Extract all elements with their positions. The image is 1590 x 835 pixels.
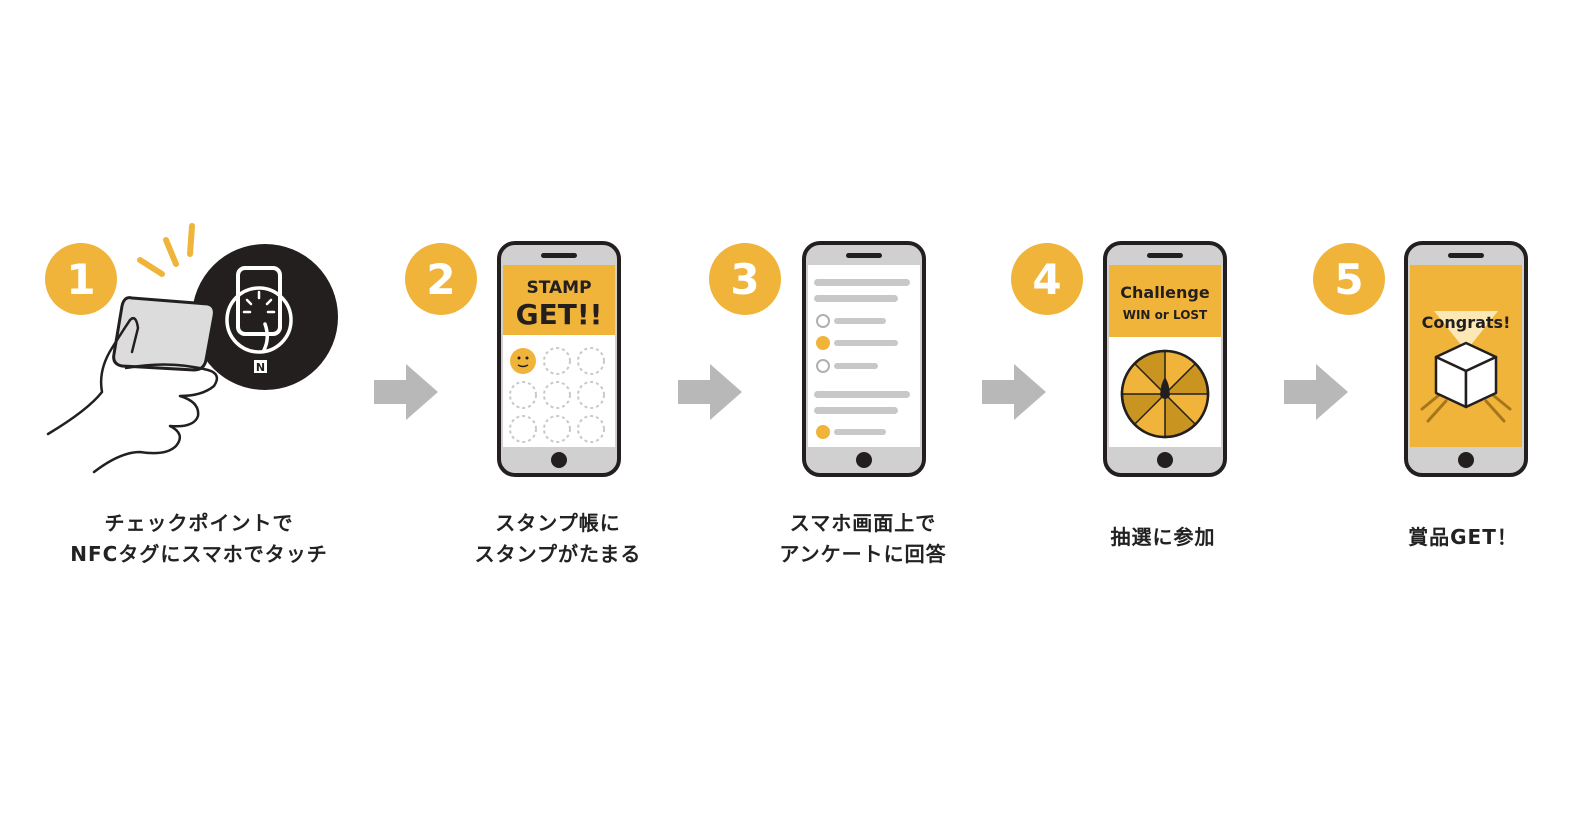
caption-line: スマホ画面上で	[713, 508, 1013, 539]
step-caption: 抽選に参加	[1013, 522, 1313, 553]
gift-box-icon	[1436, 343, 1496, 407]
arrow-right-icon	[374, 364, 438, 420]
stamp-filled-icon	[510, 348, 536, 374]
svg-text:N: N	[256, 361, 265, 374]
screen-title-line1: Challenge	[1120, 283, 1210, 302]
screen-title-line2: WIN or LOST	[1123, 308, 1208, 322]
prize-phone-illustration: Congrats!	[1404, 241, 1528, 477]
step-number-badge: 5	[1313, 243, 1385, 315]
lottery-phone-illustration: Challenge WIN or LOST	[1103, 241, 1227, 477]
screen-title-large: GET!!	[516, 298, 603, 331]
screen-title-small: STAMP	[526, 278, 591, 298]
step-number-badge: 3	[709, 243, 781, 315]
step-caption: チェックポイントで NFCタグにスマホでタッチ	[49, 508, 349, 570]
step-caption: スマホ画面上で アンケートに回答	[713, 508, 1013, 570]
nfc-touch-illustration: N	[40, 220, 400, 480]
caption-line: 抽選に参加	[1013, 522, 1313, 553]
arrow-right-icon	[982, 364, 1046, 420]
step-number-badge: 2	[405, 243, 477, 315]
caption-line: スタンプ帳に	[408, 508, 708, 539]
caption-line: 賞品GET！	[1313, 522, 1590, 553]
step-caption: 賞品GET！	[1313, 522, 1590, 553]
caption-line: NFCタグにスマホでタッチ	[49, 539, 349, 570]
screen-title: Congrats!	[1422, 313, 1511, 332]
roulette-wheel-icon	[1122, 351, 1208, 437]
arrow-right-icon	[1284, 364, 1348, 420]
caption-line: スタンプがたまる	[408, 539, 708, 570]
stamp-phone-illustration: STAMP GET!!	[497, 241, 621, 477]
caption-line: チェックポイントで	[49, 508, 349, 539]
caption-line: アンケートに回答	[713, 539, 1013, 570]
survey-phone-illustration	[802, 241, 926, 477]
step-caption: スタンプ帳に スタンプがたまる	[408, 508, 708, 570]
arrow-right-icon	[678, 364, 742, 420]
step-number-badge: 4	[1011, 243, 1083, 315]
